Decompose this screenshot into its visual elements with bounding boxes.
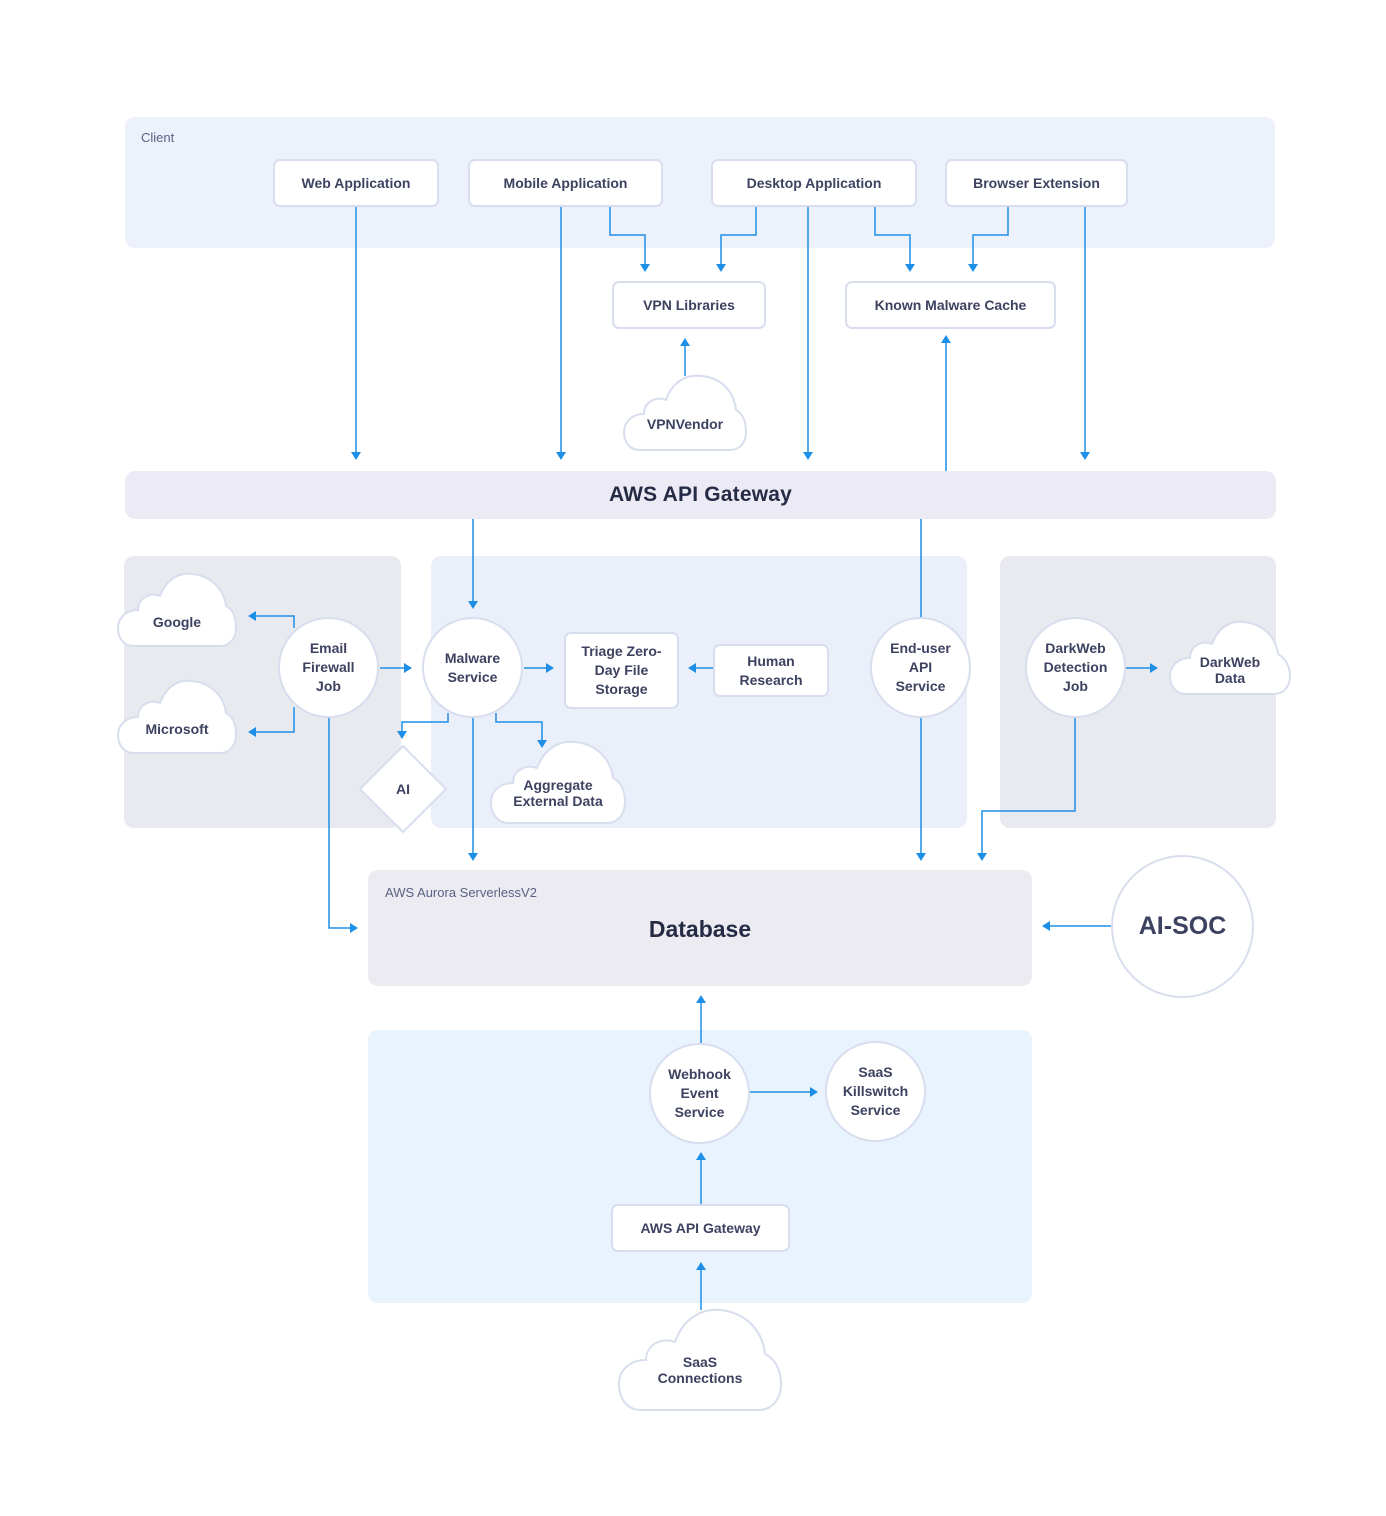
microsoft-cloud[interactable]: Microsoft bbox=[116, 679, 238, 755]
edge-email-to-malware-arrowhead bbox=[404, 663, 412, 673]
browser-extension-node[interactable]: Browser Extension bbox=[945, 159, 1128, 207]
saas-connections-label: SaaS Connections bbox=[657, 1354, 743, 1386]
aws-api-gateway-bar[interactable]: AWS API Gateway bbox=[125, 471, 1276, 519]
ai-label: AI bbox=[396, 781, 410, 797]
triage-storage-label: Triage Zero- Day File Storage bbox=[581, 643, 662, 697]
saas-aws-api-gateway-label: AWS API Gateway bbox=[640, 1219, 761, 1236]
cloud-icon bbox=[489, 740, 627, 824]
human-research-node[interactable]: Human Research bbox=[713, 644, 829, 697]
edge-desktop-to-vpn-arrowhead bbox=[716, 264, 726, 272]
edge-enduser-to-cache-arrowhead bbox=[941, 335, 951, 343]
client-group-label: Client bbox=[141, 130, 175, 145]
aggregate-external-data-label: Aggregate External Data bbox=[513, 777, 603, 809]
edge-desktop-to-gateway-arrowhead bbox=[803, 452, 813, 460]
edge-desktop-to-cache-arrowhead bbox=[905, 264, 915, 272]
edge-webhook-to-database-arrowhead bbox=[696, 995, 706, 1003]
triage-storage-node[interactable]: Triage Zero- Day File Storage bbox=[564, 632, 679, 709]
edge-mobile-to-gateway-arrowhead bbox=[556, 452, 566, 460]
mobile-application-node[interactable]: Mobile Application bbox=[468, 159, 663, 207]
edge-web-to-gateway-arrowhead bbox=[351, 452, 361, 460]
malware-service-label: Malware Service bbox=[444, 649, 501, 685]
ai-decision-node[interactable]: AI bbox=[358, 744, 448, 834]
webhook-event-service-node[interactable]: Webhook Event Service bbox=[649, 1043, 750, 1144]
vpn-libraries-label: VPN Libraries bbox=[643, 296, 735, 313]
vpn-vendor-label: VPNVendor bbox=[646, 416, 724, 432]
cloud-icon bbox=[617, 1308, 783, 1411]
saas-aws-api-gateway-node[interactable]: AWS API Gateway bbox=[611, 1204, 790, 1252]
edge-enduser-to-database-arrowhead bbox=[916, 853, 926, 861]
web-application-label: Web Application bbox=[301, 174, 411, 191]
ai-soc-label: AI-SOC bbox=[1138, 912, 1227, 940]
end-user-api-service-node[interactable]: End-user API Service bbox=[870, 617, 971, 718]
edge-malware-to-database-arrowhead bbox=[468, 853, 478, 861]
darkweb-data-cloud[interactable]: DarkWeb Data bbox=[1168, 620, 1292, 696]
browser-extension-label: Browser Extension bbox=[973, 174, 1100, 191]
cloud-icon bbox=[116, 572, 238, 647]
cloud-icon bbox=[622, 374, 748, 451]
google-label: Google bbox=[152, 614, 202, 630]
cloud-icon bbox=[1168, 620, 1292, 695]
end-user-api-service-label: End-user API Service bbox=[890, 640, 951, 694]
mobile-application-label: Mobile Application bbox=[503, 174, 628, 191]
aws-api-gateway-title: AWS API Gateway bbox=[608, 483, 793, 506]
saas-killswitch-service-node[interactable]: SaaS Killswitch Service bbox=[825, 1041, 926, 1142]
database-group[interactable]: AWS Aurora ServerlessV2 Database bbox=[368, 870, 1032, 986]
saas-killswitch-service-label: SaaS Killswitch Service bbox=[842, 1064, 909, 1118]
known-malware-cache-node[interactable]: Known Malware Cache bbox=[845, 281, 1056, 329]
edge-browser-to-cache-arrowhead bbox=[968, 264, 978, 272]
microsoft-label: Microsoft bbox=[145, 721, 209, 737]
darkweb-detection-job-label: DarkWeb Detection Job bbox=[1043, 640, 1108, 694]
edge-vpnvendor-to-vpn-arrowhead bbox=[680, 338, 690, 346]
known-malware-cache-label: Known Malware Cache bbox=[874, 296, 1027, 313]
email-firewall-job-label: Email Firewall Job bbox=[302, 640, 355, 694]
vpn-libraries-node[interactable]: VPN Libraries bbox=[612, 281, 766, 329]
human-research-label: Human Research bbox=[739, 652, 803, 688]
darkweb-detection-job-node[interactable]: DarkWeb Detection Job bbox=[1025, 617, 1126, 718]
edge-darkweb-to-database-arrowhead bbox=[977, 853, 987, 861]
database-engine-label: AWS Aurora ServerlessV2 bbox=[385, 885, 537, 900]
google-cloud[interactable]: Google bbox=[116, 572, 238, 648]
web-application-node[interactable]: Web Application bbox=[273, 159, 439, 207]
desktop-application-node[interactable]: Desktop Application bbox=[711, 159, 917, 207]
saas-connections-cloud[interactable]: SaaS Connections bbox=[617, 1308, 783, 1412]
diamond-icon bbox=[358, 744, 448, 834]
darkweb-data-label: DarkWeb Data bbox=[1199, 654, 1261, 686]
email-firewall-job-node[interactable]: Email Firewall Job bbox=[278, 617, 379, 718]
vpn-vendor-cloud[interactable]: VPNVendor bbox=[622, 374, 748, 452]
ai-soc-node[interactable]: AI-SOC bbox=[1111, 855, 1254, 998]
edge-browser-to-gateway-arrowhead bbox=[1080, 452, 1090, 460]
malware-service-node[interactable]: Malware Service bbox=[422, 617, 523, 718]
webhook-event-service-label: Webhook Event Service bbox=[668, 1066, 731, 1120]
aggregate-external-data-cloud[interactable]: Aggregate External Data bbox=[489, 740, 627, 825]
cloud-icon bbox=[116, 679, 238, 754]
edge-aisoc-to-database-arrowhead bbox=[1042, 921, 1050, 931]
desktop-application-label: Desktop Application bbox=[746, 174, 882, 191]
edge-mobile-to-vpn-arrowhead bbox=[640, 264, 650, 272]
database-title: Database bbox=[648, 916, 752, 942]
edge-email-to-database-arrowhead bbox=[350, 923, 358, 933]
